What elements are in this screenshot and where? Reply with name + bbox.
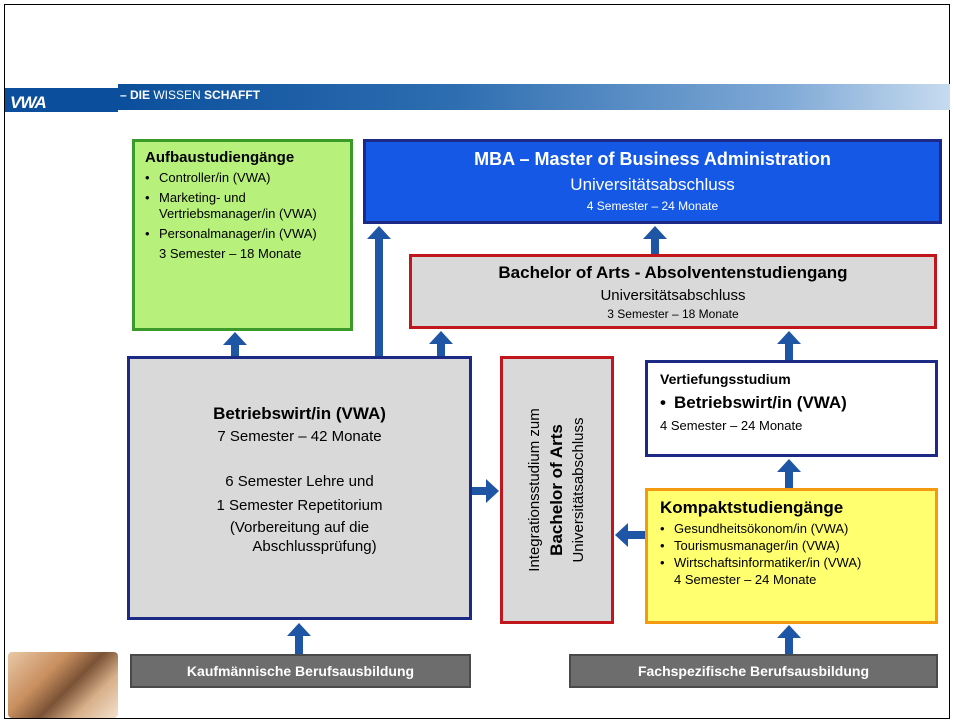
arrow-left-icon (615, 523, 628, 547)
integration-box: Integrationsstudium zum Bachelor of Arts… (500, 356, 614, 624)
tagline-suffix: SCHAFFT (204, 88, 261, 102)
tagline-prefix: – DIE (120, 88, 151, 102)
aufbau-item: Personalmanager/in (VWA) (145, 226, 344, 242)
students-photo (8, 652, 118, 718)
arrow-shaft (437, 343, 445, 356)
arrow-shaft (785, 637, 793, 654)
aufbau-title: Aufbaustudiengänge (145, 149, 295, 166)
arrow-up-icon (777, 331, 801, 344)
arrow-up-icon (287, 623, 311, 636)
integration-line3: Universitätsabschluss (570, 417, 587, 563)
betriebswirt-line2: 1 Semester Repetitorium (216, 497, 383, 514)
tagline: – DIE WISSEN SCHAFFT (120, 88, 260, 102)
vwa-logo: VWA (10, 93, 47, 112)
arrow-shaft (472, 487, 488, 495)
aufbau-item: Controller/in (VWA) (145, 170, 344, 186)
arrow-shaft (375, 238, 383, 356)
kompakt-item: Wirtschaftsinformatiker/in (VWA) (660, 554, 935, 571)
arrow-up-icon (777, 459, 801, 472)
integration-text: Integrationsstudium zum Bachelor of Arts… (524, 365, 590, 615)
arrow-up-icon (223, 332, 247, 345)
bachelor-duration: 3 Semester – 18 Monate (607, 307, 739, 321)
footer-right-label: Fachspezifische Berufsausbildung (637, 663, 870, 679)
vertiefung-box: Vertiefungsstudium Betriebswirt/in (VWA)… (645, 360, 938, 457)
arrow-up-icon (429, 331, 453, 344)
arrow-shaft (651, 238, 659, 254)
aufbau-item: Marketing- und Vertriebsmanager/in (VWA) (145, 190, 344, 222)
bachelor-box: Bachelor of Arts - Absolventenstudiengan… (409, 254, 937, 329)
kompakt-title: Kompaktstudiengänge (660, 498, 844, 517)
footer-left-box: Kaufmännische Berufsausbildung (130, 654, 471, 688)
header-bar (118, 84, 950, 110)
arrow-right-icon (486, 479, 499, 503)
logo-block (5, 88, 118, 112)
vertiefung-item: Betriebswirt/in (VWA) (660, 393, 935, 413)
bachelor-title: Bachelor of Arts - Absolventenstudiengan… (498, 263, 848, 282)
arrow-up-icon (367, 226, 391, 239)
arrow-shaft (231, 344, 239, 356)
mba-subtitle: Universitätsabschluss (570, 175, 735, 194)
betriebswirt-duration: 7 Semester – 42 Monate (217, 428, 382, 445)
arrow-up-icon (777, 625, 801, 638)
aufbau-duration: 3 Semester – 18 Monate (159, 246, 302, 261)
arrow-up-icon (643, 226, 667, 239)
betriebswirt-line1: 6 Semester Lehre und (225, 473, 374, 490)
tagline-mid: WISSEN (150, 88, 205, 102)
betriebswirt-line3: (Vorbereitung auf die (229, 519, 370, 536)
kompakt-box: Kompaktstudiengänge Gesundheitsökonom/in… (645, 488, 938, 624)
mba-duration: 4 Semester – 24 Monate (586, 199, 719, 213)
kompakt-item: Tourismusmanager/in (VWA) (660, 537, 935, 554)
kompakt-item: Gesundheitsökonom/in (VWA) (660, 520, 935, 537)
betriebswirt-title: Betriebswirt/in (VWA) (213, 404, 386, 423)
integration-line1: Integrationsstudium zum (526, 408, 543, 572)
arrow-shaft (785, 471, 793, 488)
betriebswirt-line4: Abschlussprüfung) (252, 538, 377, 555)
vertiefung-title: Vertiefungsstudium (660, 371, 791, 387)
kompakt-duration: 4 Semester – 24 Monate (674, 572, 817, 587)
arrow-shaft (295, 635, 303, 654)
vertiefung-duration: 4 Semester – 24 Monate (660, 418, 803, 433)
footer-right-box: Fachspezifische Berufsausbildung (569, 654, 938, 688)
integration-line2: Bachelor of Arts (547, 424, 566, 556)
mba-title: MBA – Master of Business Administration (474, 149, 831, 169)
bachelor-subtitle: Universitätsabschluss (600, 287, 746, 304)
mba-box: MBA – Master of Business Administration … (363, 139, 942, 224)
betriebswirt-box: Betriebswirt/in (VWA) 7 Semester – 42 Mo… (127, 356, 472, 620)
arrow-shaft (628, 531, 645, 539)
footer-left-label: Kaufmännische Berufsausbildung (186, 663, 415, 679)
aufbau-box: Aufbaustudiengänge Controller/in (VWA) M… (132, 139, 353, 331)
arrow-shaft (785, 343, 793, 360)
